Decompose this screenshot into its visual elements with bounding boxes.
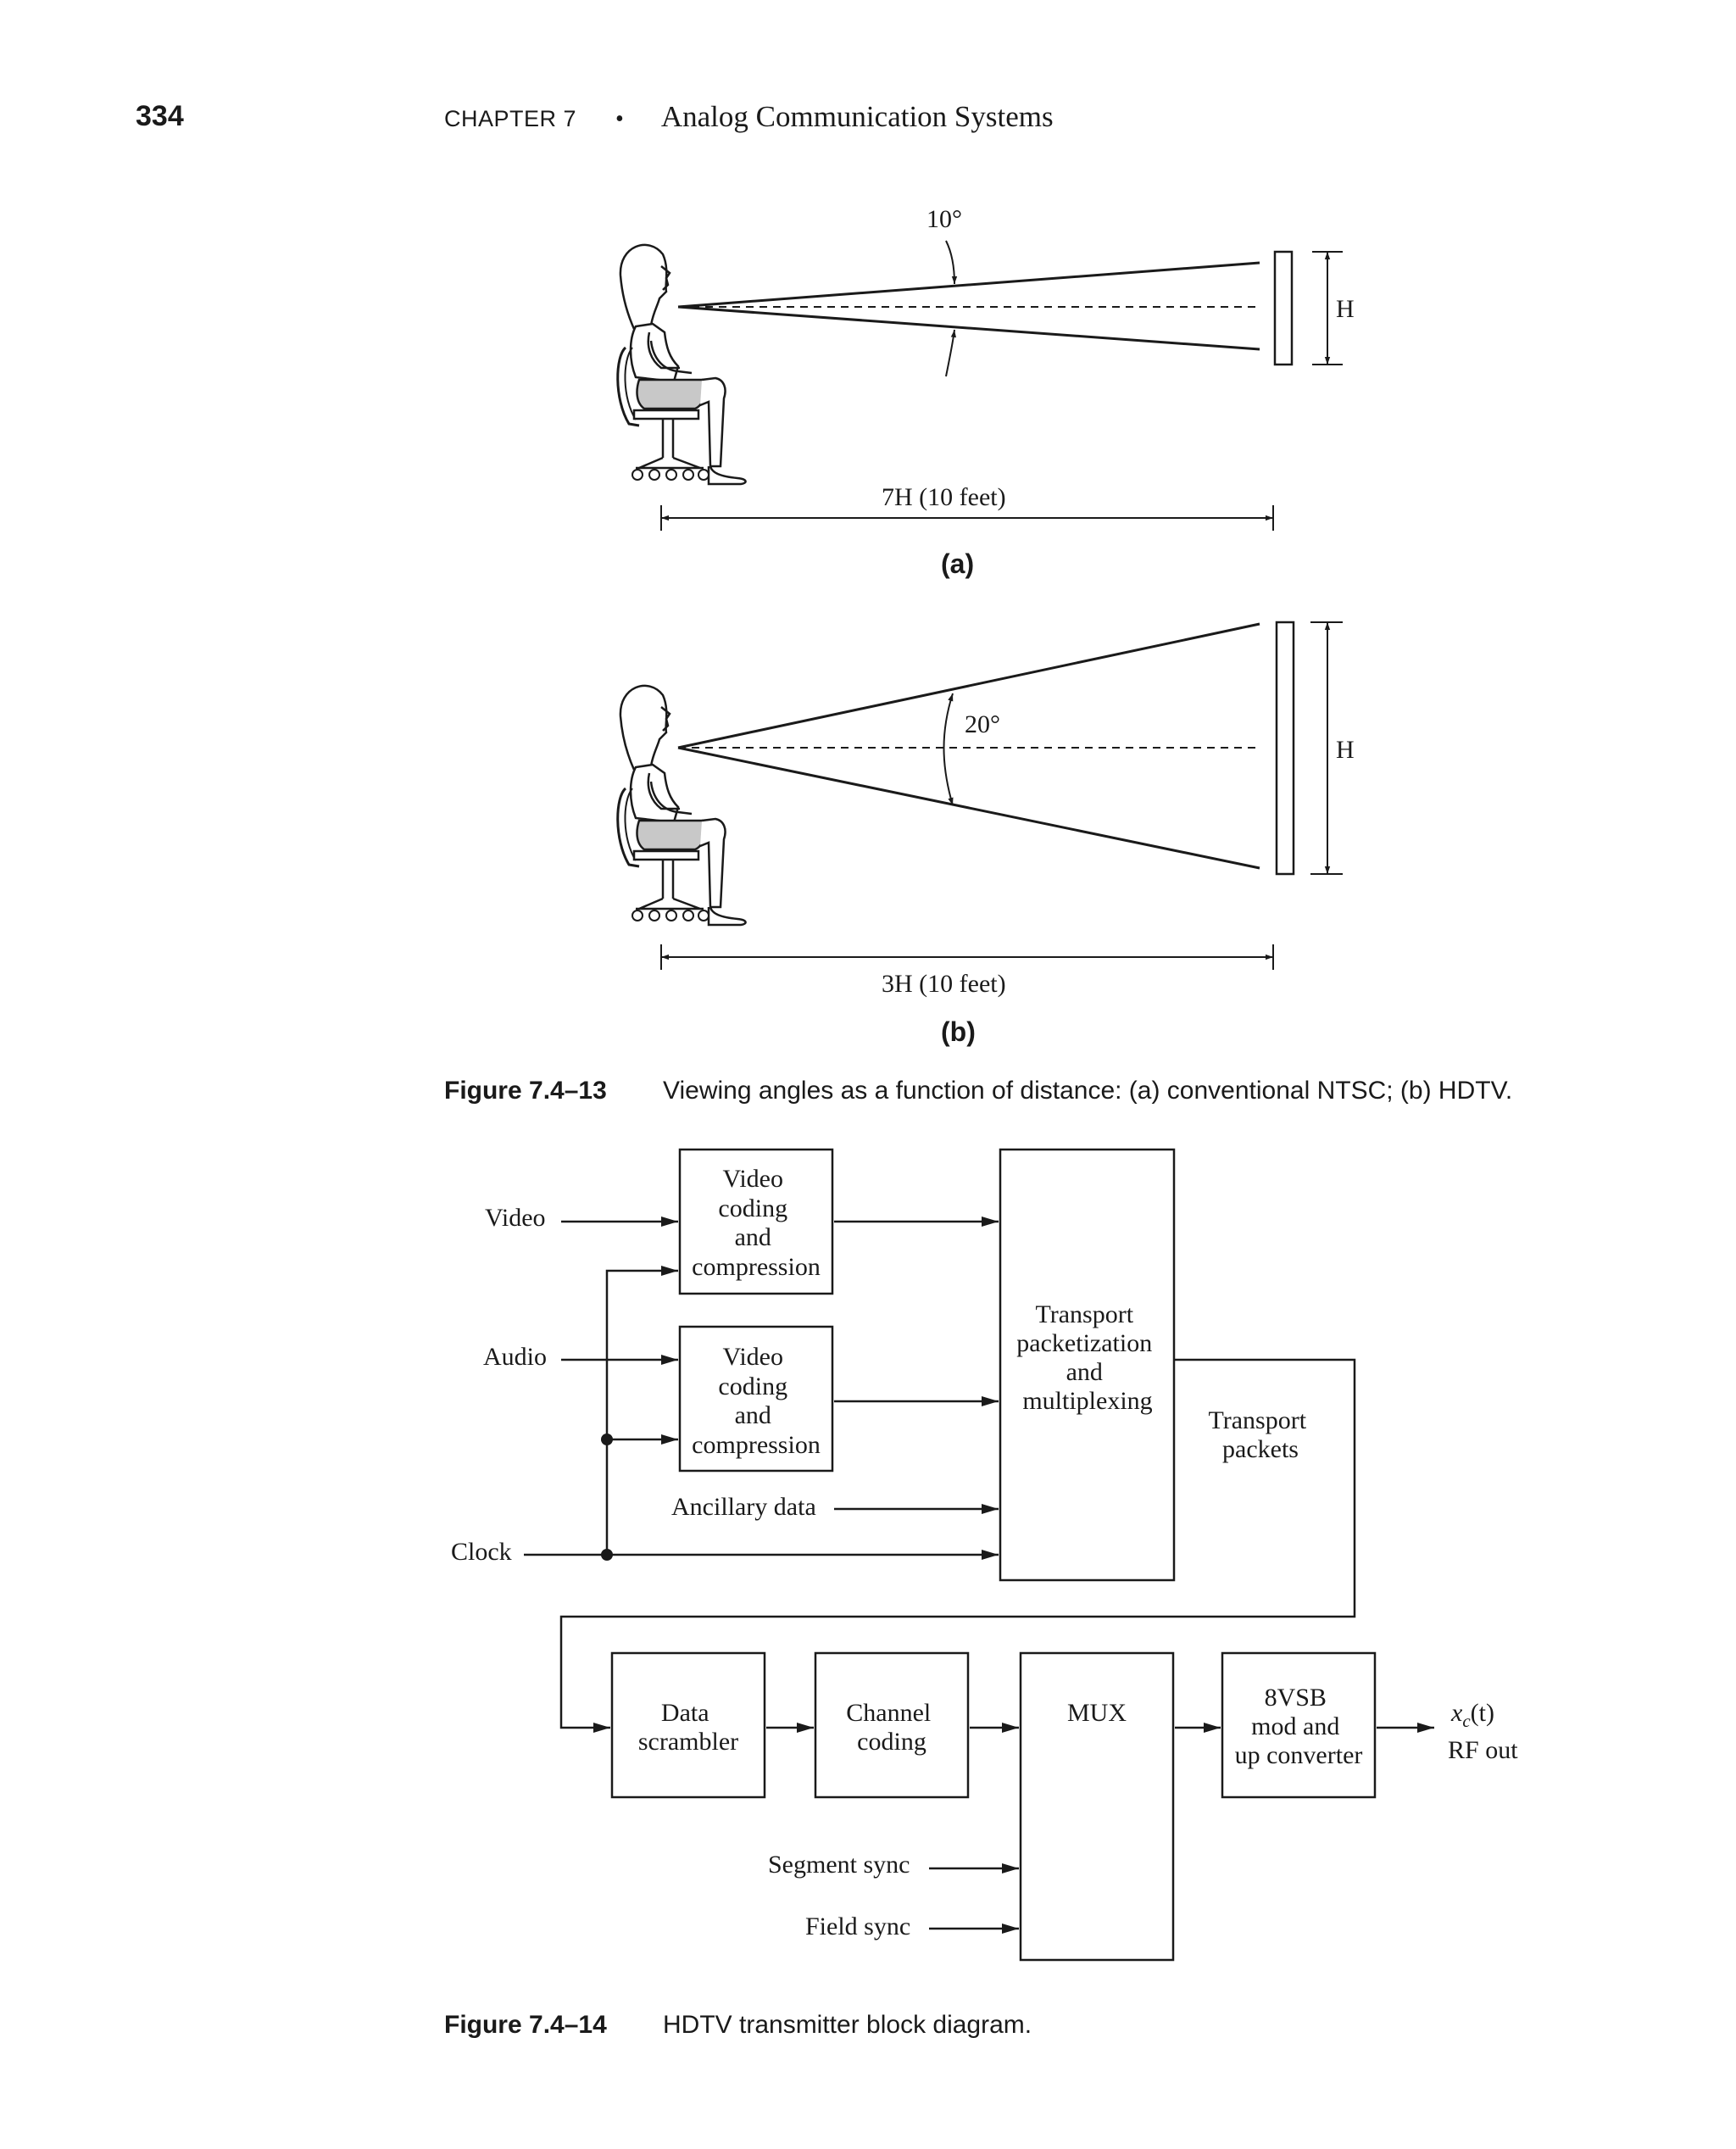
- viewer-figure-a: [616, 243, 748, 486]
- angle-pointer-bottom-a: [945, 329, 957, 377]
- vsb-block: [1221, 1651, 1377, 1799]
- viewer-figure-b: [616, 684, 748, 927]
- distance-label-b: 3H (10 feet): [882, 970, 1006, 998]
- chapter-label: CHAPTER 7: [444, 106, 577, 131]
- angle-label-a: 10°: [926, 205, 962, 233]
- output-signal-label: xc(t): [1450, 1699, 1494, 1731]
- figure-13-caption-label: Figure 7.4–13: [444, 1077, 607, 1105]
- chapter-title: Analog Communication Systems: [660, 100, 1054, 133]
- distance-label-a: 7H (10 feet): [882, 483, 1006, 511]
- page-number: 334: [136, 100, 184, 132]
- rf-out-label: RF out: [1448, 1736, 1518, 1764]
- subfigure-label-a: (a): [941, 548, 974, 579]
- figure-13b: H 20° 3H (10 feet) (b): [616, 621, 1355, 1047]
- junction-dot-lower: [601, 1549, 613, 1561]
- transport-packets-label: Transport packets: [1208, 1406, 1312, 1463]
- sightline-bottom-b: [677, 746, 1260, 870]
- sightline-top-a: [677, 261, 1260, 309]
- screen-b: [1275, 621, 1295, 876]
- data-scrambler-label: Data scrambler: [638, 1699, 738, 1756]
- figure-14-caption: Figure 7.4–14 HDTV transmitter block diag…: [444, 2011, 1032, 2040]
- figure-13a: H 10° 7H (10 feet) (a): [616, 205, 1355, 579]
- data-scrambler-block: [610, 1651, 766, 1799]
- header-bullet: •: [615, 106, 624, 132]
- figure-14-caption-label: Figure 7.4–14: [444, 2011, 607, 2039]
- figure-13-caption-text: Viewing angles as a function of distance…: [663, 1077, 1513, 1105]
- transport-packets-wire: [559, 1358, 1356, 1733]
- ancillary-input-label: Ancillary data: [671, 1493, 816, 1521]
- subfigure-label-b: (b): [941, 1016, 976, 1047]
- running-head: CHAPTER 7 • Analog Communication Systems: [444, 100, 1054, 134]
- screen-a: [1273, 250, 1294, 366]
- angle-arc-b: [943, 693, 954, 806]
- segment-sync-label: Segment sync: [768, 1851, 910, 1879]
- angle-pointer-top-a: [945, 240, 958, 285]
- video-coding-block: [678, 1148, 834, 1295]
- junction-dot-upper: [601, 1434, 613, 1445]
- channel-coding-label: Channel coding: [846, 1699, 937, 1756]
- mux-label: MUX: [1067, 1699, 1127, 1727]
- clock-input-label: Clock: [451, 1538, 512, 1566]
- video-input-label: Video: [485, 1204, 546, 1232]
- figure-14-caption-text: HDTV transmitter block diagram.: [663, 2011, 1032, 2039]
- audio-coding-label: Video coding and compression: [692, 1343, 821, 1459]
- channel-coding-block: [814, 1651, 970, 1799]
- video-coding-label: Video coding and compression: [692, 1165, 821, 1281]
- transport-label: Transport packetization and multiplexing: [1016, 1300, 1158, 1415]
- clock-to-video-wire: [605, 1266, 678, 1555]
- mux-block: [1019, 1651, 1175, 1962]
- sightline-bottom-a: [677, 305, 1260, 351]
- field-sync-label: Field sync: [805, 1912, 910, 1940]
- height-label-a: H: [1336, 295, 1355, 323]
- audio-input-label: Audio: [483, 1343, 547, 1371]
- angle-label-b: 20°: [965, 710, 1000, 738]
- transport-block: [999, 1148, 1176, 1582]
- height-label-b: H: [1336, 736, 1355, 764]
- vsb-label: 8VSB mod and up converter: [1235, 1684, 1363, 1769]
- figure-13-caption: Figure 7.4–13 Viewing angles as a functio…: [444, 1077, 1512, 1105]
- sightline-top-b: [677, 622, 1260, 749]
- audio-coding-block: [678, 1325, 834, 1473]
- figure-14: Video coding and compression Video codin…: [451, 1148, 1518, 1962]
